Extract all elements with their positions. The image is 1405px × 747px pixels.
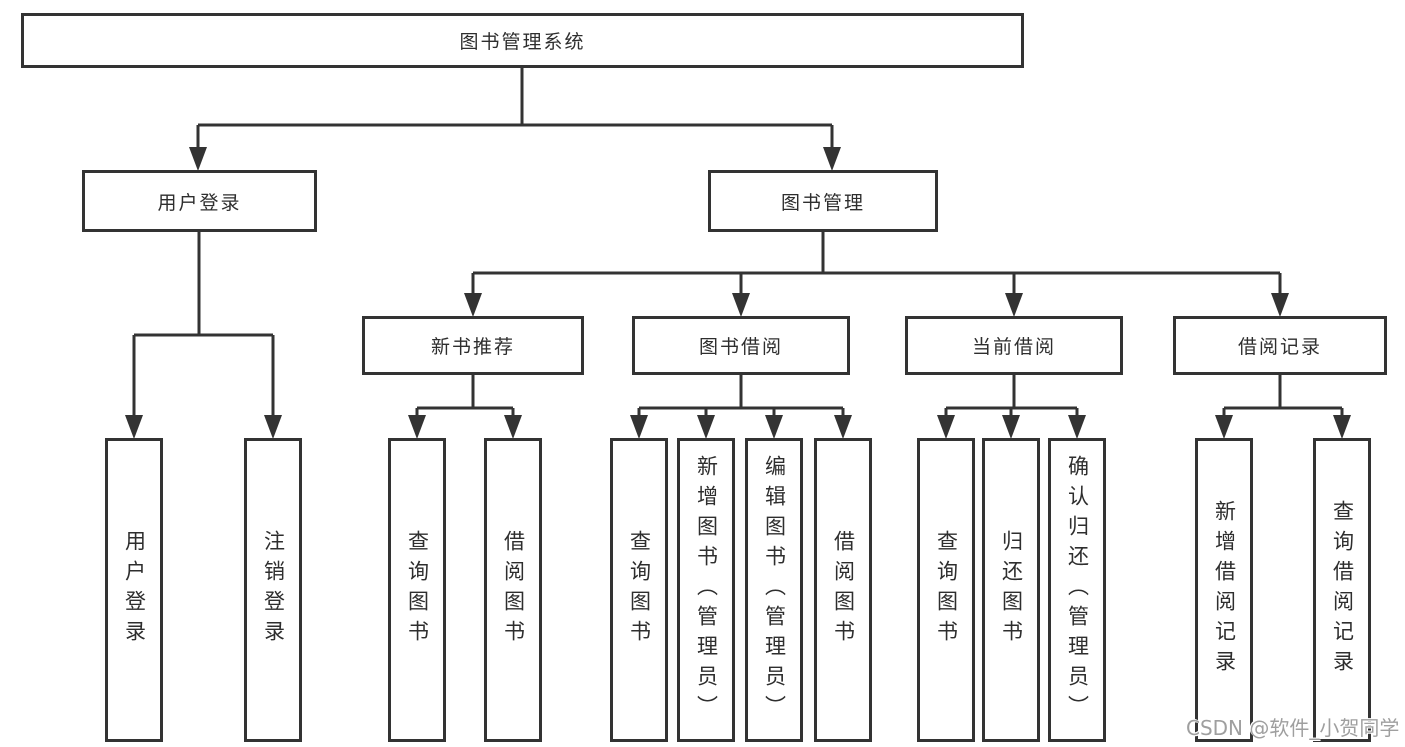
node-borrow-records: 借阅记录 (1173, 316, 1387, 375)
node-current-borrowing: 当前借阅 (905, 316, 1123, 375)
leaf-label: 归还图书 (999, 530, 1024, 650)
leaf-label: 查询图书 (627, 530, 652, 650)
leaf-return-books: 归还图书 (982, 438, 1040, 742)
leaf-add-borrow-record: 新增借阅记录 (1195, 438, 1253, 742)
leaf-label: 查询图书 (405, 530, 430, 650)
leaf-label: 查询借阅记录 (1330, 500, 1355, 680)
leaf-query-books-current: 查询图书 (917, 438, 975, 742)
leaf-label: 确认归还（管理员） (1065, 455, 1090, 725)
node-book-borrowing: 图书借阅 (632, 316, 850, 375)
leaf-query-books-recommend: 查询图书 (388, 438, 446, 742)
connector-lines (132, 68, 1344, 420)
leaf-logout: 注销登录 (244, 438, 302, 742)
leaf-label: 新增图书（管理员） (694, 455, 719, 725)
leaf-edit-books-admin: 编辑图书（管理员） (745, 438, 803, 742)
node-user-login-branch: 用户登录 (82, 170, 317, 232)
leaf-label: 查询图书 (934, 530, 959, 650)
leaf-add-books-admin: 新增图书（管理员） (677, 438, 735, 742)
leaf-label: 用户登录 (122, 530, 147, 650)
node-new-book-recommend: 新书推荐 (362, 316, 584, 375)
leaf-label: 借阅图书 (501, 530, 526, 650)
leaf-query-borrow-record: 查询借阅记录 (1313, 438, 1371, 742)
node-book-management: 图书管理 (708, 170, 938, 232)
arrowheads (125, 147, 1351, 439)
leaf-label: 注销登录 (261, 530, 286, 650)
leaf-label: 借阅图书 (831, 530, 856, 650)
leaf-confirm-return-admin: 确认归还（管理员） (1048, 438, 1106, 742)
csdn-watermark: CSDN @软件_小贺同学 (1186, 716, 1400, 740)
leaf-borrow-books-recommend: 借阅图书 (484, 438, 542, 742)
leaf-label: 编辑图书（管理员） (762, 455, 787, 725)
leaf-query-books-borrowing: 查询图书 (610, 438, 668, 742)
node-library-system: 图书管理系统 (21, 13, 1024, 68)
leaf-borrow-books: 借阅图书 (814, 438, 872, 742)
leaf-label: 新增借阅记录 (1212, 500, 1237, 680)
leaf-user-login: 用户登录 (105, 438, 163, 742)
